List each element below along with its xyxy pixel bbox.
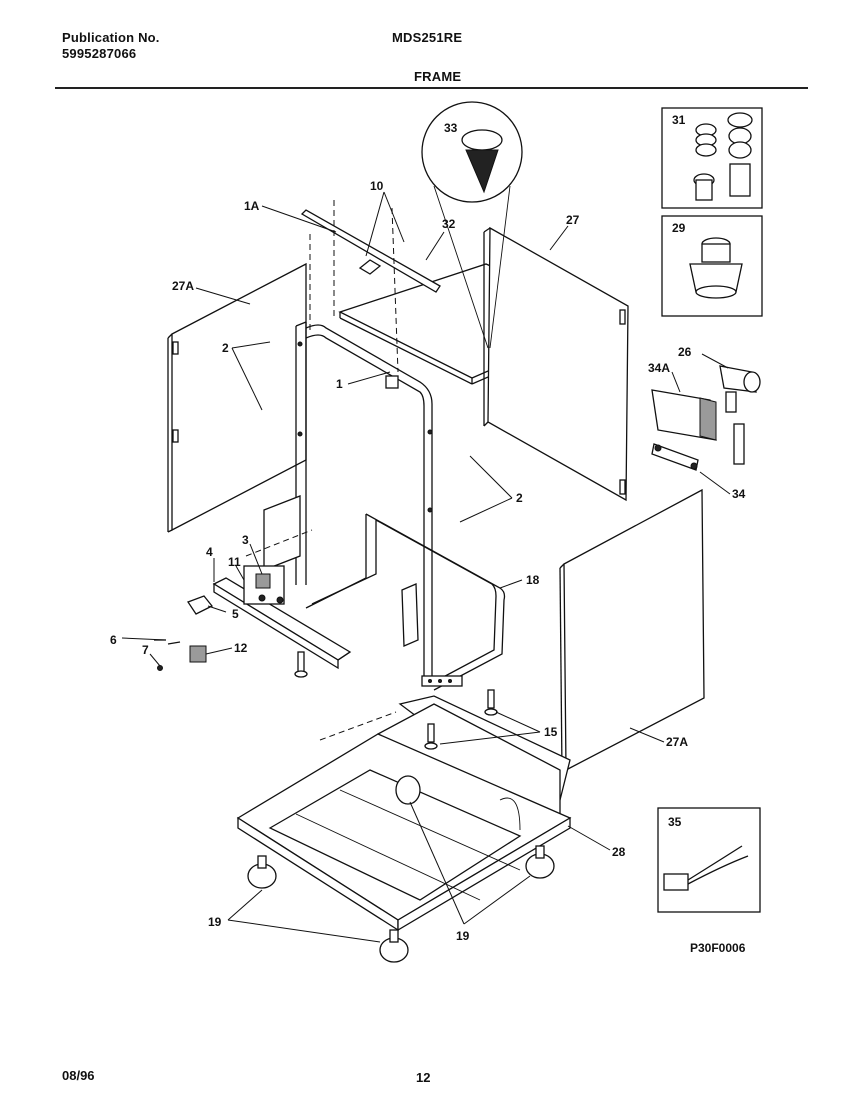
inset-box-31 [661,107,763,209]
part-label-31: 31 [672,113,686,127]
header-rule [55,87,808,89]
part-label-34A: 34A [648,361,670,375]
part-label-32: 32 [442,217,456,231]
assembly-lines [245,200,399,741]
top-bracket-part [300,209,441,293]
part-label-33: 33 [444,121,458,135]
diagram-code: P30F0006 [690,941,746,955]
part-label-26: 26 [678,345,692,359]
rail-part [212,565,352,670]
inner-brackets-part [263,495,419,647]
base-tub-part [236,695,572,932]
model-number: MDS251RE [392,30,463,45]
inlet-valve-parts [651,365,761,471]
small-parts-group [154,595,308,678]
part-label-2-left: 2 [222,341,229,355]
part-label-2-right: 2 [516,491,523,505]
callout-lines [121,191,731,943]
publication-label: Publication No. [62,30,160,45]
part-label-29: 29 [672,221,686,235]
part-label-15: 15 [544,725,558,739]
inset-box-29 [661,215,763,317]
page-number: 12 [416,1070,431,1085]
part-label-18: 18 [526,573,540,587]
part-label-6: 6 [110,633,117,647]
part-label-5: 5 [232,607,239,621]
part-label-34: 34 [732,487,746,501]
part-label-35: 35 [668,815,682,829]
part-label-1A: 1A [244,199,260,213]
part-label-10: 10 [370,179,384,193]
part-label-1: 1 [336,377,343,391]
screws-part [424,689,498,750]
publication-number: 5995287066 [62,46,137,61]
right-side-panel-part [483,226,629,502]
part-label-7: 7 [142,643,149,657]
part-label-27A-left: 27A [172,279,194,293]
left-side-panel-part [167,262,307,533]
part-label-19-right: 19 [456,929,470,943]
footer-date: 08/96 [62,1068,95,1083]
part-label-27A-right: 27A [666,735,688,749]
detail-circle-33 [421,101,523,349]
part-label-27: 27 [566,213,580,227]
casters-part [247,845,555,963]
part-label-28: 28 [612,845,626,859]
part-label-19-left: 19 [208,915,222,929]
section-title: FRAME [414,69,462,84]
inset-box-35 [657,807,761,913]
part-label-11: 11 [228,555,241,569]
part-label-12: 12 [234,641,248,655]
part-label-4: 4 [206,545,213,559]
part-label-3: 3 [242,533,249,547]
front-panel-part [559,488,705,773]
